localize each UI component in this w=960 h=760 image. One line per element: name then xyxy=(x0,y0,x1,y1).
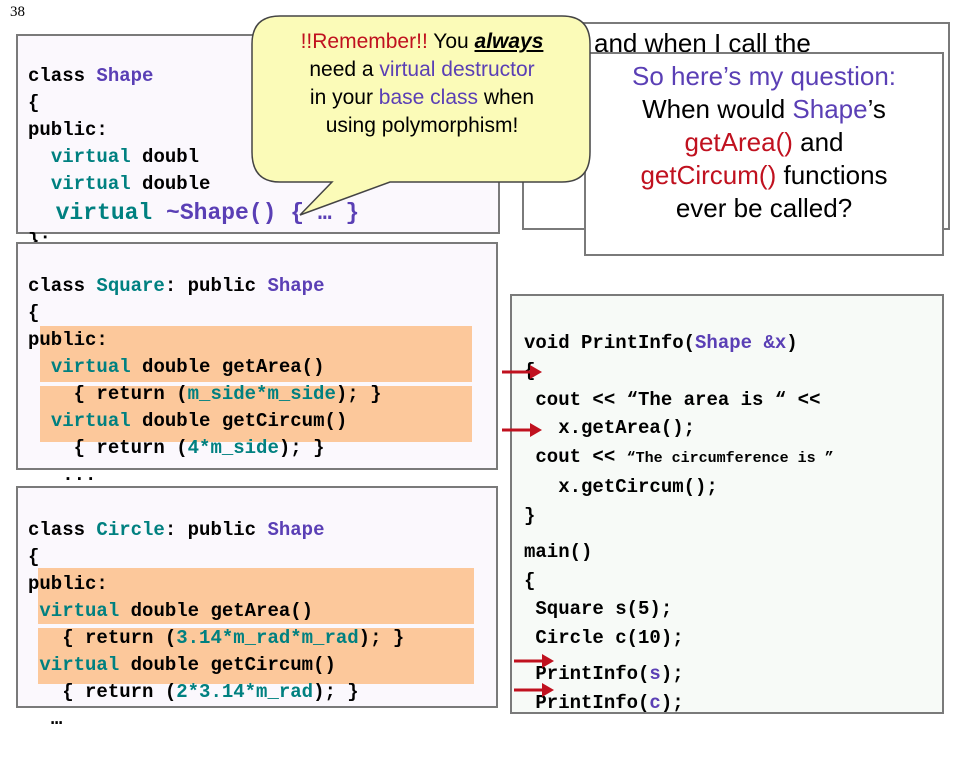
circle-getarea-highlight xyxy=(38,568,474,624)
arrow-icon xyxy=(502,365,542,379)
arrow-icon xyxy=(514,683,554,697)
main-code: void PrintInfo(Shape &x){ cout << “The a… xyxy=(524,331,834,714)
shape-class-code: class Shape{public: virtual doubl virtua… xyxy=(28,65,360,252)
arrow-icon xyxy=(502,423,542,437)
square-getcircum-highlight xyxy=(40,386,472,442)
square-getarea-highlight xyxy=(40,326,472,382)
arrow-icon xyxy=(514,654,554,668)
question-callout: So here’s my question: When would Shape’… xyxy=(584,52,944,256)
square-class-code: class Square: public Shape{public: virtu… xyxy=(28,275,382,486)
remember-speech-bubble: !!Remember!! You always need a virtual d… xyxy=(240,10,600,220)
remember-text: !!Remember!! You always need a virtual d… xyxy=(300,30,544,137)
circle-getcircum-highlight xyxy=(38,628,474,684)
main-code-panel xyxy=(510,294,944,714)
circle-class-code: class Circle: public Shape{public: virtu… xyxy=(28,519,405,730)
page-number: 38 xyxy=(10,4,25,20)
